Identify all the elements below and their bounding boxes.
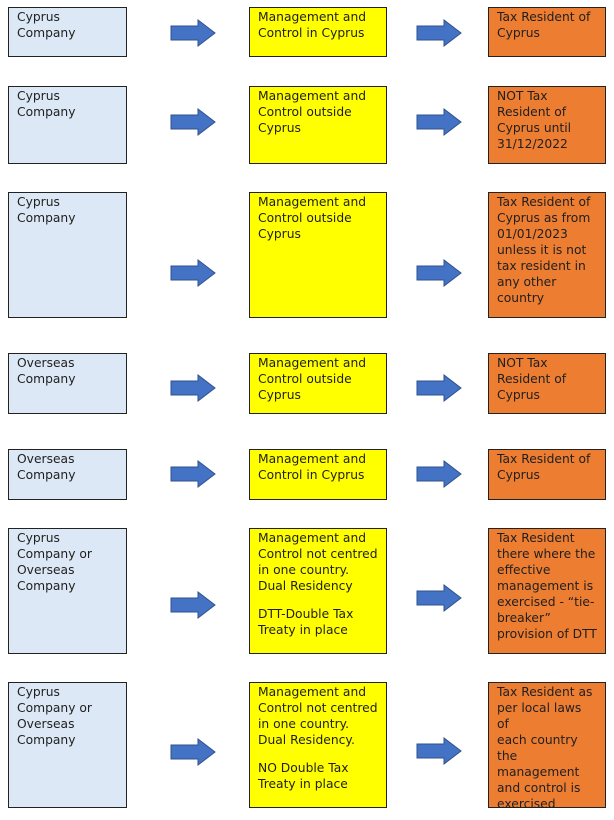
result-box: Tax Resident of Cyprus <box>488 449 606 500</box>
result-text: NOT Tax Resident of Cyprus <box>497 356 567 402</box>
right-arrow-icon <box>416 737 462 765</box>
entity-box: Cyprus Company or Overseas Company <box>8 682 127 808</box>
entity-box: Cyprus Company <box>8 192 127 318</box>
entity-text: Overseas Company <box>17 356 76 386</box>
right-arrow-icon <box>170 374 216 402</box>
management-box: Management and Control in Cyprus <box>249 7 387 57</box>
management-text: Management and Control outside Cyprus <box>258 356 367 402</box>
entity-box: Cyprus Company <box>8 86 127 164</box>
entity-text: Cyprus Company or Overseas Company <box>17 685 92 747</box>
right-arrow-icon <box>170 19 216 47</box>
entity-box: Cyprus Company <box>8 7 127 57</box>
result-box: Tax Resident there where the effective m… <box>488 528 606 654</box>
entity-text: Cyprus Company <box>17 195 76 225</box>
right-arrow-icon <box>416 460 462 488</box>
management-text: Management and Control not centred in on… <box>258 531 378 593</box>
right-arrow-icon <box>170 591 216 619</box>
right-arrow-icon <box>416 584 462 612</box>
entity-box: Overseas Company <box>8 449 127 500</box>
right-arrow-icon <box>170 460 216 488</box>
entity-box: Cyprus Company or Overseas Company <box>8 528 127 654</box>
entity-text: Cyprus Company or Overseas Company <box>17 531 92 593</box>
management-box: Management and Control not centred in on… <box>249 528 387 654</box>
right-arrow-icon <box>170 108 216 136</box>
right-arrow-icon <box>170 738 216 766</box>
entity-text: Overseas Company <box>17 452 76 482</box>
treaty-text: DTT-Double Tax Treaty in place <box>258 607 354 637</box>
treaty-text: NO Double Tax Treaty in place <box>258 761 349 791</box>
result-text: Tax Resident there where the effective m… <box>497 531 597 641</box>
right-arrow-icon <box>170 259 216 287</box>
right-arrow-icon <box>416 108 462 136</box>
management-box: Management and Control outside Cyprus <box>249 86 387 164</box>
result-box: Tax Resident of Cyprus as from 01/01/202… <box>488 192 606 318</box>
management-text: Management and Control outside Cyprus <box>258 89 367 135</box>
result-box: Tax Resident as per local laws of each c… <box>488 682 606 811</box>
management-box: Management and Control outside Cyprus <box>249 353 387 414</box>
management-box: Management and Control in Cyprus <box>249 449 387 500</box>
result-text: Tax Resident of Cyprus as from 01/01/202… <box>497 195 591 305</box>
management-text: Management and Control in Cyprus <box>258 10 367 40</box>
result-text: NOT Tax Resident of Cyprus until 31/12/2… <box>497 89 572 151</box>
management-text: Management and Control outside Cyprus <box>258 195 367 241</box>
management-text: Management and Control not centred in on… <box>258 685 378 747</box>
right-arrow-icon <box>416 19 462 47</box>
entity-box: Overseas Company <box>8 353 127 414</box>
right-arrow-icon <box>416 259 462 287</box>
result-text: Tax Resident of Cyprus <box>497 452 591 482</box>
result-box: Tax Resident of Cyprus <box>488 7 606 57</box>
entity-text: Cyprus Company <box>17 89 76 119</box>
management-box: Management and Control not centred in on… <box>249 682 387 808</box>
management-box: Management and Control outside Cyprus <box>249 192 387 318</box>
management-text: Management and Control in Cyprus <box>258 452 367 482</box>
entity-text: Cyprus Company <box>17 10 76 40</box>
result-box: NOT Tax Resident of Cyprus until 31/12/2… <box>488 86 606 164</box>
result-box: NOT Tax Resident of Cyprus <box>488 353 606 414</box>
result-text: Tax Resident of Cyprus <box>497 10 591 40</box>
right-arrow-icon <box>416 374 462 402</box>
result-text: Tax Resident as per local laws of each c… <box>497 685 593 811</box>
